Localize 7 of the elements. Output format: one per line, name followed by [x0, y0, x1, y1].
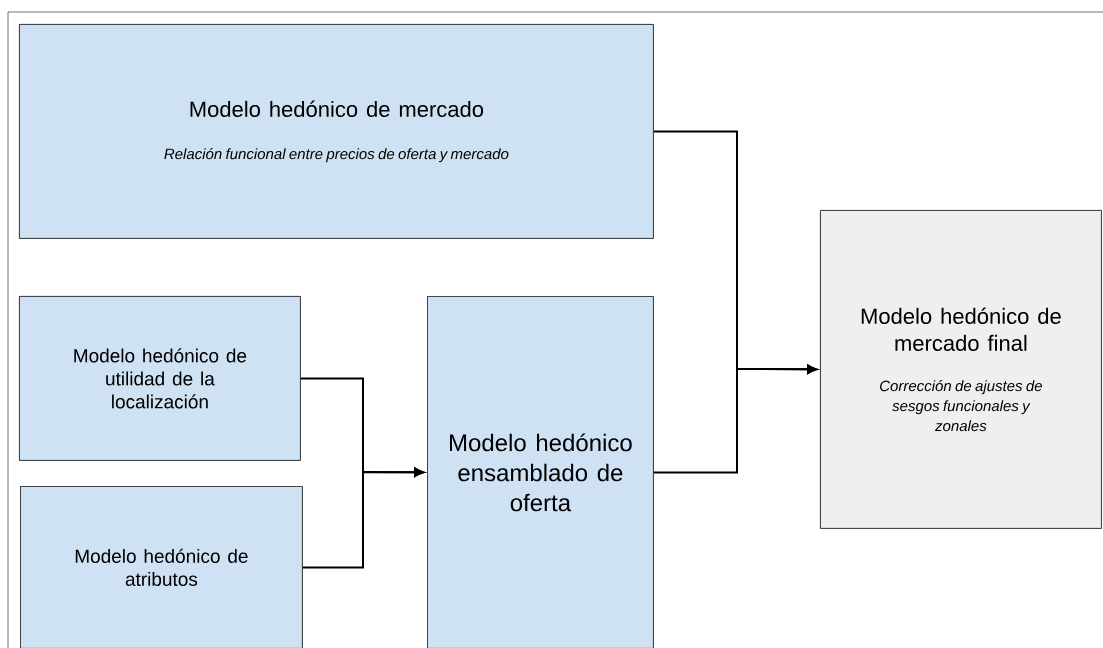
arrow — [301, 467, 425, 569]
process-box: Modelo hedónico de mercado Relación funcional entre precios de oferta y mercado — [19, 24, 654, 239]
process-box: Modelo hedónico de mercado final Corrección de ajustes de sesgos funcionales y zonales — [820, 210, 1102, 529]
arrow — [652, 364, 818, 474]
process-box: Modelo hedónico ensamblado de oferta — [427, 296, 654, 648]
process-box: Modelo hedónico de utilidad de la localización — [19, 296, 301, 461]
process-box: Modelo hedónico de atributos — [20, 486, 303, 648]
